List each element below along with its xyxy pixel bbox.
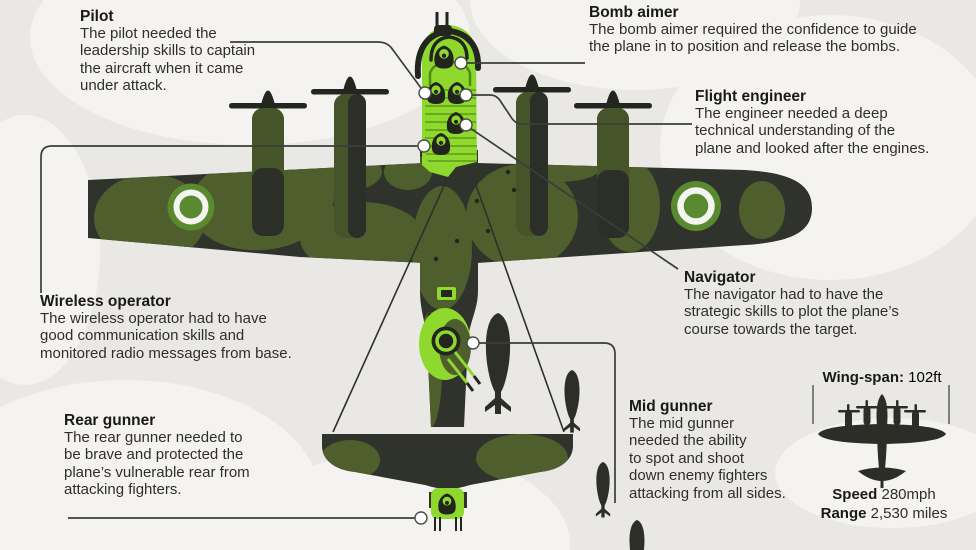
radio-hatch bbox=[437, 287, 456, 300]
wingspan-stat-label: Wing-span: bbox=[822, 369, 904, 386]
range-stat: Range 2,530 miles bbox=[796, 505, 972, 524]
wireless-operator-dot bbox=[417, 139, 431, 153]
wireless-operator-title: Wireless operator bbox=[40, 293, 171, 310]
text-line: The pilot needed the bbox=[80, 25, 217, 42]
bomb-aimer-label: Bomb aimer The bomb aimer required the c… bbox=[589, 4, 917, 56]
rear-turret-guns bbox=[434, 517, 462, 531]
connector-dots bbox=[414, 56, 480, 525]
text-line: to spot and shoot bbox=[629, 449, 745, 467]
flight-engineer-label: Flight engineer The engineer needed a de… bbox=[695, 88, 929, 157]
mid-gunner-leader-line bbox=[474, 342, 616, 503]
range-stat-label: Range bbox=[820, 504, 867, 522]
text-line: plane’s vulnerable rear from bbox=[64, 463, 250, 481]
pilot-title: Pilot bbox=[80, 8, 114, 25]
engine-inner-right bbox=[493, 74, 571, 236]
engine-outer-right bbox=[574, 90, 652, 238]
canopy-frame-inner bbox=[429, 35, 469, 62]
flight-engineer-leader-line bbox=[467, 94, 692, 125]
text-line: The engineer needed a deep bbox=[695, 105, 888, 122]
text-line: good communication skills and bbox=[40, 327, 245, 345]
pilot-leader-line bbox=[230, 41, 422, 89]
mid-turret-gun-tips bbox=[465, 375, 482, 392]
range-stat-value: 2,530 miles bbox=[870, 504, 948, 522]
wireless-operator-leader-line bbox=[40, 145, 424, 293]
rear-gunner-title: Rear gunner bbox=[64, 412, 156, 429]
falling-bombs bbox=[485, 313, 646, 550]
roundel-left-icon bbox=[167, 183, 215, 231]
bomb-aimer-title: Bomb aimer bbox=[589, 4, 679, 21]
text-line: monitored radio messages from base. bbox=[40, 344, 292, 362]
pilot-dot bbox=[418, 86, 432, 100]
mid-turret-guns bbox=[446, 351, 476, 384]
text-line: leadership skills to captain bbox=[80, 42, 256, 60]
bomb-aimer-description: The bomb aimer required the confidence t… bbox=[589, 21, 917, 56]
flight-engineer-title: Flight engineer bbox=[695, 88, 807, 105]
text-line: the aircraft when it came bbox=[80, 59, 244, 77]
text-line: attacking from all sides. bbox=[629, 484, 786, 502]
text-line: course towards the target. bbox=[684, 320, 858, 338]
engine-inner-left bbox=[311, 76, 389, 238]
text-line: down enemy fighters bbox=[629, 467, 768, 485]
mid-gunner-title: Mid gunner bbox=[629, 398, 713, 415]
wireless-operator-label: Wireless operator The wireless operator … bbox=[40, 293, 292, 362]
text-line: attacking fighters. bbox=[64, 481, 182, 499]
roundel-right-icon bbox=[671, 181, 721, 231]
text-line: the plane in to position and release the… bbox=[589, 38, 901, 56]
mid-upper-turret bbox=[419, 308, 482, 392]
mid-gunner-dot bbox=[466, 336, 480, 350]
rear-turret bbox=[429, 488, 467, 531]
rear-gunner-dot bbox=[414, 511, 428, 525]
wingspan-bracket bbox=[812, 385, 950, 424]
navigator-dot bbox=[459, 118, 473, 132]
text-line: needed the ability bbox=[629, 432, 747, 450]
speed-stat: Speed 280mph bbox=[796, 486, 972, 505]
wingspan-stat-value: 102ft bbox=[908, 369, 942, 386]
text-line: The wireless operator had to have bbox=[40, 310, 267, 327]
antenna-wires bbox=[332, 145, 565, 433]
lancaster-silhouette-icon bbox=[818, 394, 946, 488]
speed-stat-value: 280mph bbox=[881, 486, 936, 503]
leader-lines bbox=[40, 41, 692, 519]
navigator-title: Navigator bbox=[684, 269, 756, 286]
text-line: The bomb aimer required the confidence t… bbox=[589, 21, 917, 38]
engine-outer-left bbox=[229, 90, 307, 236]
text-line: plane and looked after the engines. bbox=[695, 139, 930, 157]
text-line: The navigator had to have the bbox=[684, 286, 884, 303]
text-line: The rear gunner needed to bbox=[64, 429, 243, 446]
bomb-aimer-dot bbox=[454, 56, 468, 70]
text-line: technical understanding of the bbox=[695, 122, 896, 140]
text-line: under attack. bbox=[80, 77, 167, 95]
navigator-leader-line bbox=[466, 125, 679, 270]
performance-stats: Speed 280mph Range 2,530 miles bbox=[796, 486, 972, 523]
canopy-frame-outer bbox=[414, 27, 482, 79]
text-line: strategic skills to plot the plane’s bbox=[684, 303, 899, 321]
speed-stat-label: Speed bbox=[832, 486, 878, 503]
wingspan-stat: Wing-span: 102ft bbox=[791, 369, 973, 386]
text-line: The mid gunner bbox=[629, 415, 735, 432]
text-line: be brave and protected the bbox=[64, 446, 244, 464]
flight-engineer-dot bbox=[459, 88, 473, 102]
